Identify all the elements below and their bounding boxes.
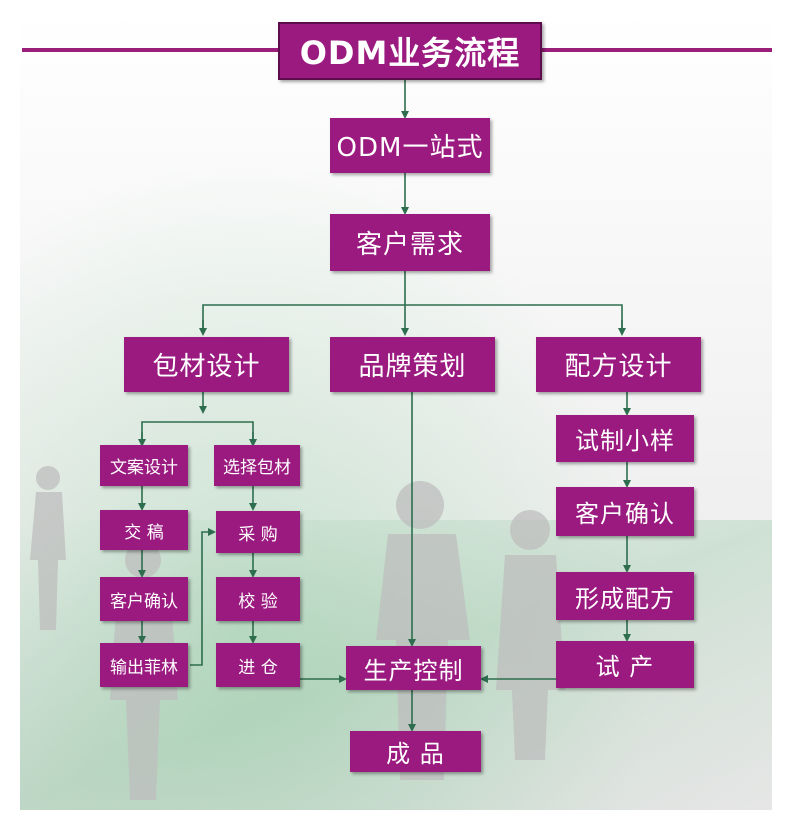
step-form-formula: 形成配方 [556, 572, 694, 620]
step-finished-product: 成 品 [350, 731, 481, 772]
branch-bar [202, 304, 623, 331]
step-brand-planning: 品牌策划 [330, 337, 495, 392]
silhouette-center-woman [496, 510, 565, 760]
step-copywriting: 文案设计 [100, 445, 188, 486]
arrow-film-to-purchase [190, 528, 216, 666]
step-trial-sample: 试制小样 [556, 415, 694, 462]
silhouette-left-woman [30, 466, 66, 630]
step-output-film: 输出菲林 [100, 643, 188, 687]
title-box: ODM业务流程 [278, 22, 542, 80]
step-customer-confirm-left: 客户确认 [100, 577, 188, 621]
step-packaging-design: 包材设计 [124, 337, 289, 392]
step-inspection: 校 验 [216, 577, 300, 621]
step-requirement: 客户需求 [330, 214, 490, 271]
step-formula-design: 配方设计 [536, 337, 701, 392]
step-select-material: 选择包材 [214, 445, 300, 486]
step-production-control: 生产控制 [346, 646, 481, 690]
silhouette-left-man [110, 542, 178, 800]
packaging-split-bar [141, 421, 254, 440]
step-warehousing: 进 仓 [216, 643, 300, 687]
step-one-stop: ODM一站式 [330, 118, 490, 173]
step-trial-production: 试 产 [556, 641, 694, 688]
step-customer-confirm-right: 客户确认 [556, 487, 694, 536]
step-submit-draft: 交 稿 [100, 510, 188, 550]
step-purchase: 采 购 [216, 511, 300, 553]
